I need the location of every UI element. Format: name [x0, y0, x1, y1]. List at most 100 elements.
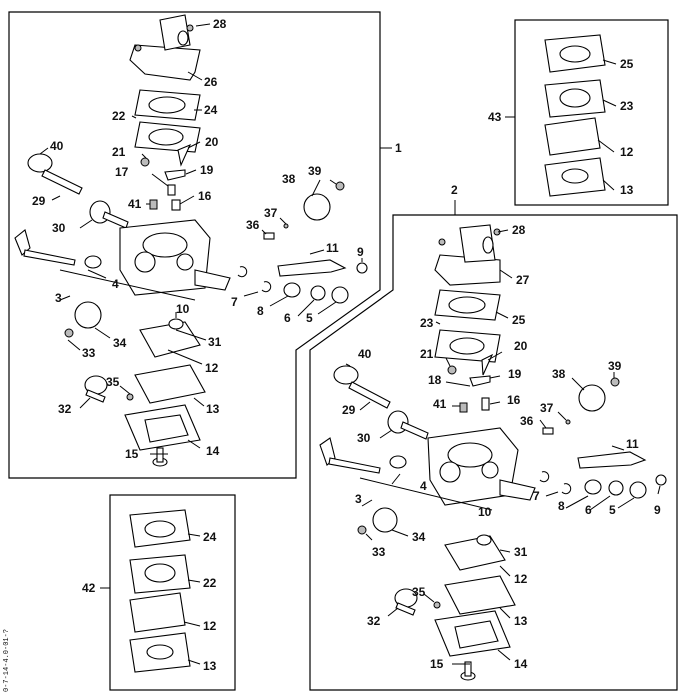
- nut-part: [356, 262, 368, 274]
- callout-38: 38: [282, 172, 296, 186]
- callout2-12: 12: [514, 572, 528, 586]
- callout-11: 11: [326, 241, 339, 255]
- assembly-numbers: 1 2 43 42: [82, 110, 502, 595]
- callout-15: 15: [125, 447, 139, 461]
- throttle-valve-part: [303, 193, 331, 221]
- document-id: 0-7-14-4.0-01-?: [3, 629, 11, 692]
- callout2-31: 31: [514, 545, 528, 559]
- callout-12: 12: [205, 361, 219, 375]
- callout-21: 21: [112, 145, 126, 159]
- clip-part: [237, 266, 248, 278]
- nut-2-part: [655, 474, 667, 486]
- carburetor-body-1: [119, 219, 231, 296]
- callout-13: 13: [206, 402, 220, 416]
- callout-26: 26: [204, 75, 218, 89]
- callout2-33: 33: [372, 545, 386, 559]
- callout-39: 39: [308, 164, 322, 178]
- callout-36: 36: [246, 218, 260, 232]
- callout-17: 17: [115, 165, 129, 179]
- screw-21-2-part: [447, 365, 457, 375]
- callouts-kit-43: 25 23 12 13: [620, 57, 634, 197]
- callout-kit42-24: 24: [203, 530, 217, 544]
- callout2-5: 5: [609, 503, 616, 517]
- callout-kit42-12: 12: [203, 619, 217, 633]
- callout-30: 30: [52, 221, 66, 235]
- cover-screw-part: [152, 447, 168, 467]
- callout-37: 37: [264, 206, 278, 220]
- callout-kit42-22: 22: [203, 576, 217, 590]
- callout-kit43-13: 13: [620, 183, 634, 197]
- callout2-32: 32: [367, 614, 381, 628]
- spring-2-part: [481, 397, 490, 411]
- callout2-9: 9: [654, 503, 661, 517]
- diaphragm-part: [134, 89, 201, 121]
- callout2-8: 8: [558, 499, 565, 513]
- kit-43-parts: [544, 34, 606, 197]
- callout-5: 5: [306, 311, 313, 325]
- callout2-41: 41: [433, 397, 447, 411]
- pin-2-part: [433, 601, 441, 609]
- screw-part: [140, 157, 150, 167]
- callout2-34: 34: [412, 530, 426, 544]
- assembly-2-frame: [309, 214, 678, 691]
- callout2-14: 14: [514, 657, 528, 671]
- gasket-13-2-part: [444, 575, 516, 615]
- idle-screw-part: [27, 153, 83, 195]
- callout2-6: 6: [585, 503, 592, 517]
- callouts-assembly-1: 28 26 24 22 20 21 19 17 16 41 40 29 30 3…: [32, 17, 364, 461]
- throttle-valve-2-part: [578, 384, 606, 412]
- callout2-19: 19: [508, 367, 522, 381]
- callout-33: 33: [82, 346, 96, 360]
- plug-part: [149, 199, 158, 210]
- needle-2-part: [481, 353, 494, 376]
- frames: [8, 11, 678, 691]
- callout2-35: 35: [412, 585, 426, 599]
- spring-36-2-part: [542, 427, 554, 435]
- leader-lines: [39, 23, 661, 665]
- choke-shaft-2-part: [577, 451, 647, 469]
- callout2-7: 7: [533, 489, 540, 503]
- callout-4: 4: [112, 277, 119, 291]
- callout-6: 6: [284, 311, 291, 325]
- washer-2-part: [608, 480, 624, 496]
- callout-41: 41: [128, 197, 142, 211]
- callout-kit43-12: 12: [620, 145, 634, 159]
- callout2-18: 18: [428, 373, 442, 387]
- idle-screw-2-part: [333, 365, 391, 409]
- shutter-disc-2-part: [372, 507, 398, 533]
- ball-part: [283, 223, 289, 229]
- cap-part: [331, 286, 349, 304]
- callout2-28: 28: [512, 223, 526, 237]
- callout-28: 28: [213, 17, 227, 31]
- callout2-4: 4: [420, 479, 427, 493]
- callout-32: 32: [58, 402, 72, 416]
- callout-34: 34: [113, 336, 127, 350]
- callout2-11: 11: [626, 437, 639, 451]
- metering-diaphragm-2-part: [444, 535, 506, 571]
- pump-cover-part: [129, 14, 201, 81]
- kit-43-frame: [514, 19, 669, 206]
- callout-kit43-23: 23: [620, 99, 634, 113]
- callout-7: 7: [231, 295, 238, 309]
- spring-36-part: [263, 232, 275, 240]
- callout2-37: 37: [540, 401, 554, 415]
- callout2-40: 40: [358, 347, 372, 361]
- callout-16: 16: [198, 189, 212, 203]
- assembly-2-parts: [319, 224, 667, 681]
- assembly-number-43: 43: [488, 110, 502, 124]
- callout2-21: 21: [420, 347, 434, 361]
- spring-part: [167, 184, 176, 196]
- callout-35: 35: [106, 375, 120, 389]
- callout-19: 19: [200, 163, 214, 177]
- throttle-shaft-part: [14, 229, 102, 269]
- callout-20: 20: [205, 135, 219, 149]
- callout2-10: 10: [478, 505, 492, 519]
- kit-42-parts: [129, 509, 191, 673]
- callout-3: 3: [55, 291, 62, 305]
- assembly-number-2: 2: [451, 183, 458, 197]
- assembly-number-42: 42: [82, 581, 96, 595]
- screw-33-2-part: [357, 525, 367, 535]
- kit42-metering-diaphragm: [129, 592, 186, 633]
- callout2-15: 15: [430, 657, 444, 671]
